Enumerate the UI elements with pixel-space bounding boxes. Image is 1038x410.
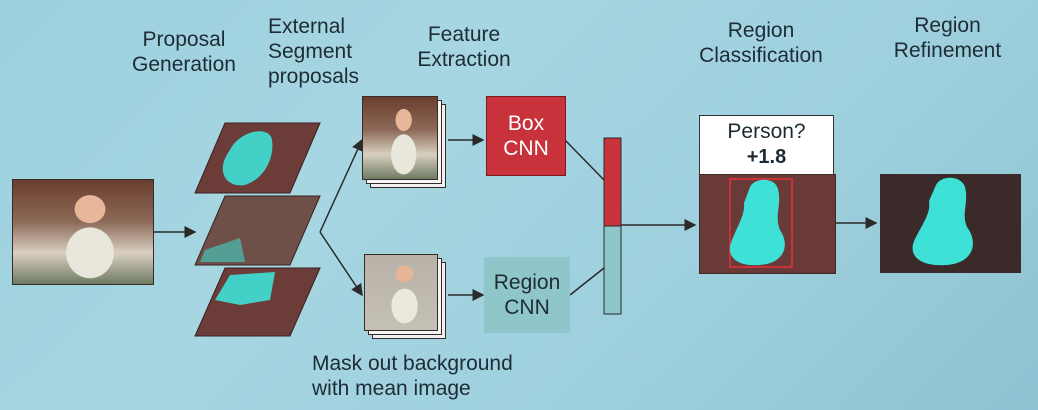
label-external-segment-proposals: External Segment proposals (268, 15, 360, 88)
label-feature-extraction: Feature Extraction (417, 23, 511, 71)
refined-region-image (880, 174, 1021, 273)
mask-background-note: Mask out background with mean image (312, 352, 513, 400)
region-cnn: Region CNN (484, 257, 570, 333)
feature-vector-box-part (603, 137, 622, 227)
refined-segment (912, 177, 973, 266)
label-region-classification: Region Classification (699, 19, 823, 67)
box-crop-image (362, 96, 438, 180)
segment-proposal-1 (194, 122, 321, 194)
input-image (12, 179, 154, 285)
classified-region-image (699, 174, 836, 274)
classification-score-box: Person? +1.8 (699, 115, 834, 175)
classification-score: +1.8 (746, 146, 787, 168)
segment-proposal-3 (194, 267, 321, 337)
label-proposal-generation: Proposal Generation (132, 28, 236, 76)
feature-vector-region-part (603, 225, 622, 315)
arrow-to-region-stack (319, 231, 363, 297)
label-region-refinement: Region Refinement (893, 14, 1002, 62)
classification-question: Person? (727, 120, 806, 143)
line-region-cnn-to-feature (569, 267, 605, 296)
line-box-cnn-to-feature (564, 139, 605, 181)
arrow-to-box-stack (319, 138, 364, 233)
segment-proposal-2 (194, 195, 321, 266)
classified-segment (729, 178, 793, 268)
masked-region-image (364, 254, 438, 331)
box-cnn: Box CNN (486, 96, 566, 176)
